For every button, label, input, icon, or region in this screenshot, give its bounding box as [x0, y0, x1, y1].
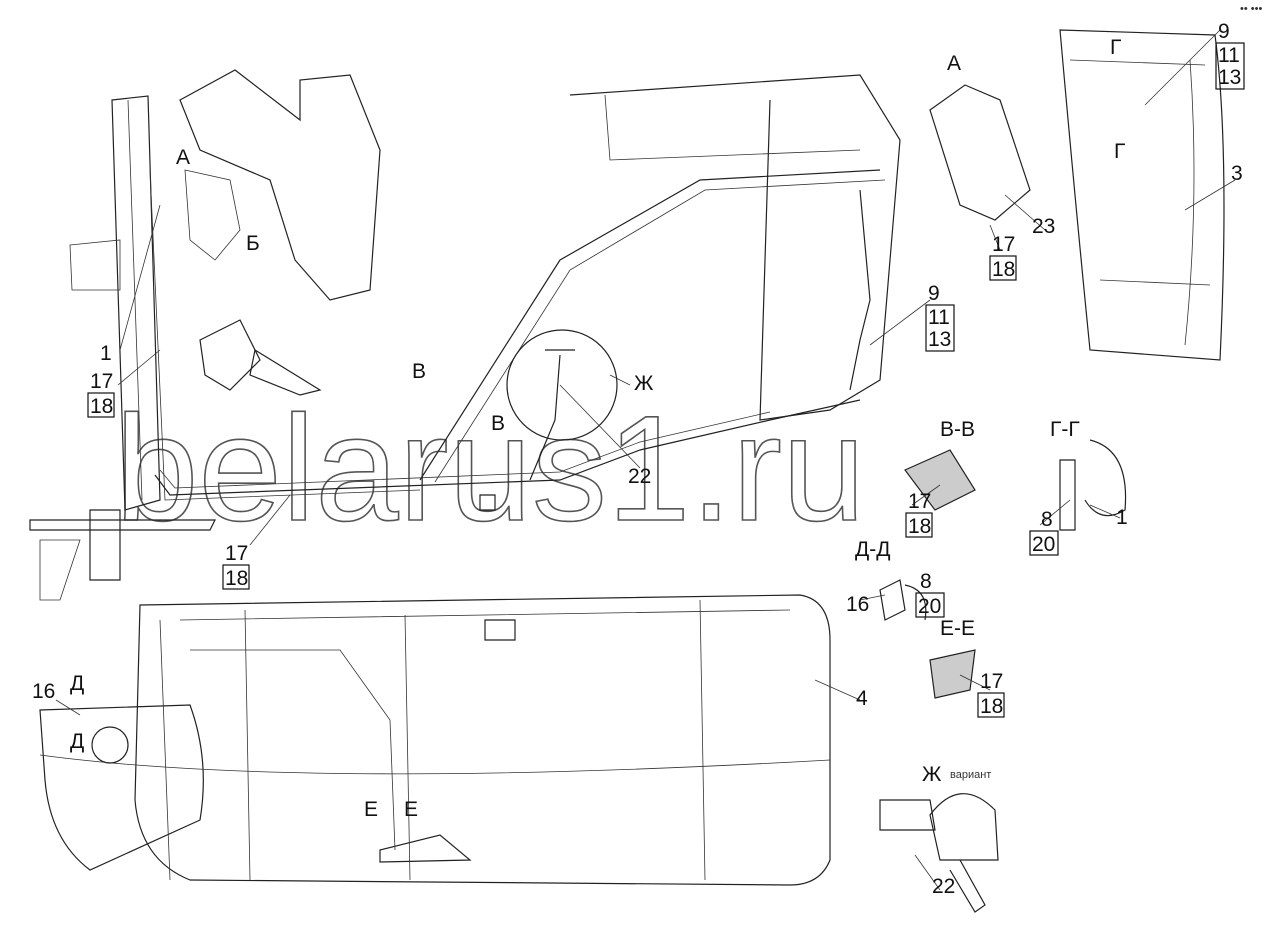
- callout-23: 23: [1032, 215, 1055, 238]
- fuel-tank-drawing: [39, 594, 831, 886]
- callout-18: 18: [225, 567, 248, 590]
- view-e-label: Е: [364, 798, 378, 821]
- leader-lines: [55, 29, 1236, 891]
- section-gg-label: Г-Г: [1050, 418, 1080, 441]
- callout-17: 17: [225, 542, 248, 565]
- callout-16: 16: [32, 680, 55, 703]
- callout-17: 17: [980, 670, 1003, 693]
- view-a-detail-label: А: [947, 52, 961, 75]
- callout-9: 9: [1218, 20, 1230, 43]
- section-vv-label: В-В: [940, 418, 975, 441]
- view-d-label: Д: [70, 730, 84, 753]
- view-d-label: Д: [70, 672, 84, 695]
- callout-1: 1: [100, 342, 112, 365]
- callout-18: 18: [908, 515, 931, 538]
- callout-18: 18: [90, 395, 113, 418]
- callout-17: 17: [908, 490, 931, 513]
- callout-4: 4: [856, 687, 868, 710]
- view-e-label: Е: [404, 798, 418, 821]
- callout-3: 3: [1231, 162, 1243, 185]
- view-zh-variant-label: Ж: [922, 763, 942, 786]
- callout-8: 8: [920, 570, 932, 593]
- view-labels: А А Б В В Ж Г Г Д Д Е Е В-В Г-Г Д-Д Е-Е …: [70, 36, 1125, 821]
- section-ee-label: Е-Е: [940, 617, 975, 640]
- watermark: belarus1.ru: [115, 384, 865, 552]
- callout-18: 18: [992, 258, 1015, 281]
- callouts: 1 17 18 17 18 22 9 11 13 23 17 18 9 11 1…: [32, 20, 1245, 898]
- callout-13: 13: [928, 328, 951, 351]
- callout-22: 22: [932, 875, 955, 898]
- callout-13: 13: [1218, 66, 1241, 89]
- view-zh-label: Ж: [634, 372, 654, 395]
- view-g-label: Г: [1110, 36, 1121, 59]
- callout-8: 8: [1041, 508, 1053, 531]
- view-v-label: В: [412, 360, 426, 383]
- callout-16: 16: [846, 593, 869, 616]
- view-a-label: А: [176, 146, 190, 169]
- callout-18: 18: [980, 695, 1003, 718]
- callout-20: 20: [918, 595, 941, 618]
- callout-1: 1: [1116, 506, 1128, 529]
- callout-20: 20: [1032, 533, 1055, 556]
- callout-11: 11: [928, 306, 950, 329]
- callout-9: 9: [928, 282, 940, 305]
- callout-22: 22: [628, 465, 651, 488]
- cab-upper-drawing: [419, 74, 901, 511]
- variant-caption: вариант: [950, 769, 991, 781]
- detail-drawings: [879, 29, 1225, 913]
- view-g-label: Г: [1114, 140, 1125, 163]
- corner-mark: •• •••: [1240, 3, 1262, 15]
- callout-17: 17: [90, 370, 113, 393]
- callout-11: 11: [1218, 44, 1240, 67]
- callout-17: 17: [992, 233, 1015, 256]
- view-v-label: В: [491, 412, 505, 435]
- section-dd-label: Д-Д: [855, 538, 890, 561]
- view-b-label: Б: [246, 232, 260, 255]
